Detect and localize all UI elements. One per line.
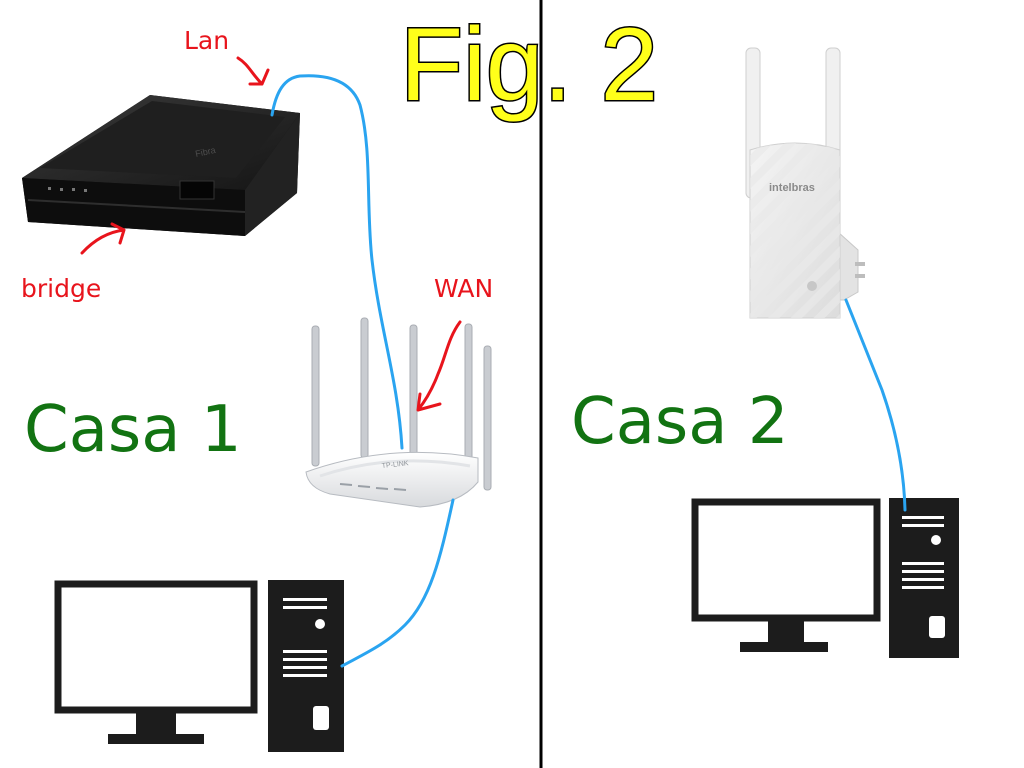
cable-modem-to-router [270, 74, 404, 450]
annotation-arrows [80, 56, 462, 412]
wan-label: WAN [434, 274, 494, 303]
figure-title: Fig. 2 [400, 7, 658, 123]
cables [270, 74, 907, 668]
lan-label: Lan [184, 26, 230, 55]
arrow-bridge-icon [80, 222, 126, 255]
computer-casa1 [54, 580, 344, 752]
router-brand: TP-LINK [381, 460, 409, 470]
bridge-label: bridge [21, 274, 102, 303]
modem-brand: Fibra [194, 145, 216, 159]
extender-brand: intelbras [769, 182, 815, 194]
router-device: TP-LINK [305, 317, 492, 508]
range-extender-device: intelbras [745, 47, 865, 319]
cable-extender-to-pc2 [844, 298, 907, 512]
monitor-icon [54, 580, 258, 714]
arrow-wan-icon [416, 320, 462, 412]
modem-device: Fibra [22, 95, 300, 236]
casa1-label: Casa 1 [24, 393, 242, 467]
cable-router-to-pc1 [340, 498, 455, 668]
casa2-label: Casa 2 [571, 385, 789, 459]
monitor-icon [691, 498, 881, 622]
arrow-lan-icon [236, 56, 270, 86]
computer-casa2 [691, 498, 959, 658]
